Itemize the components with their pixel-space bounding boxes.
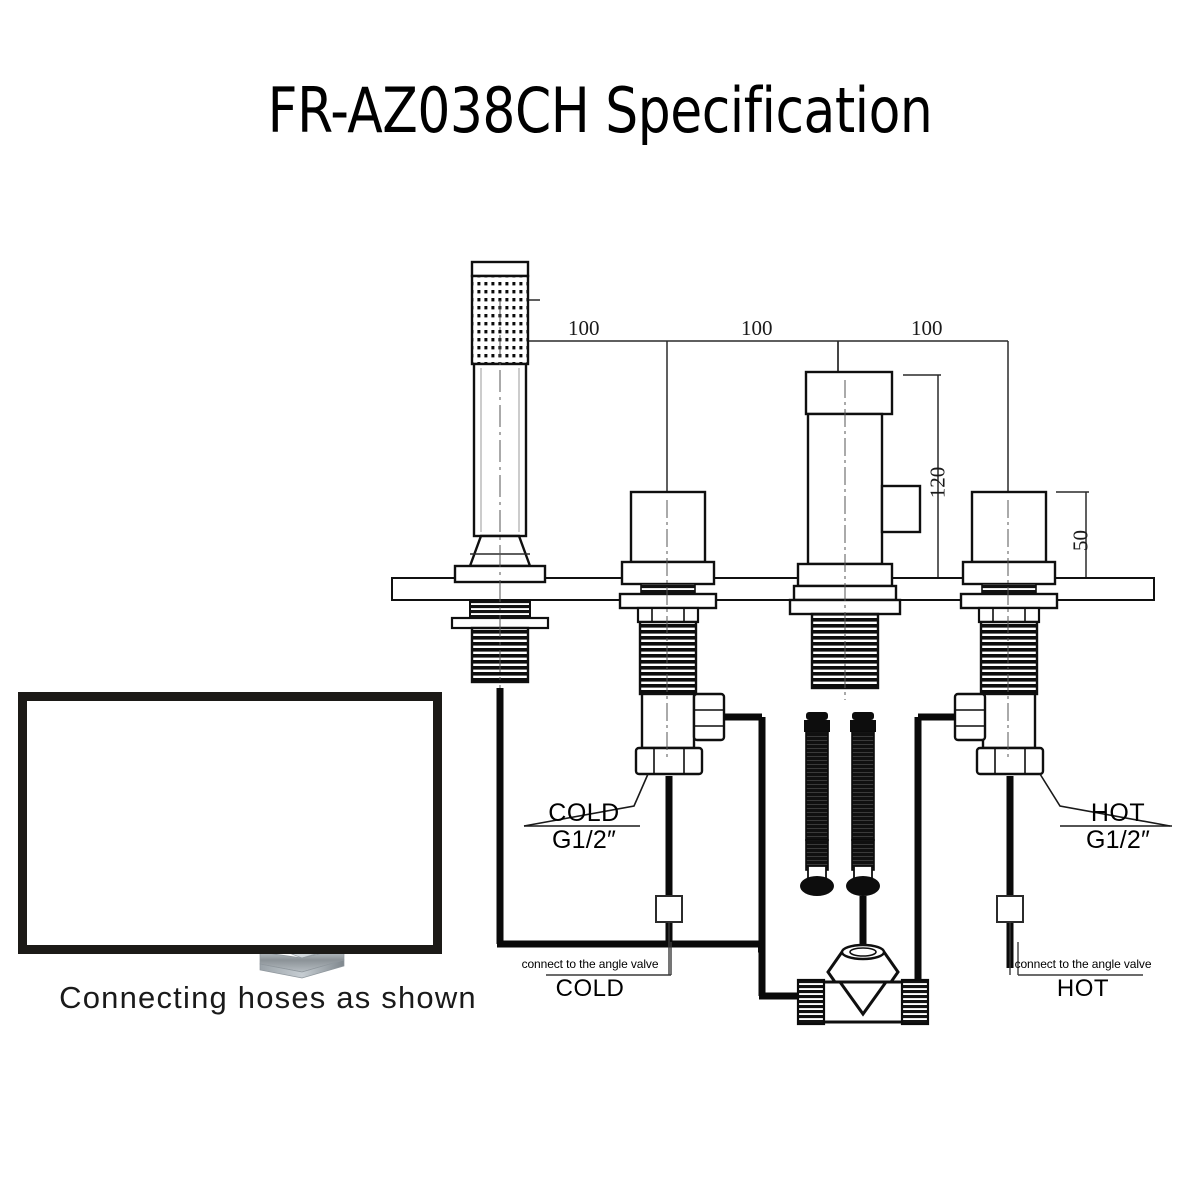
callout-hot: HOT G1/2″	[1062, 800, 1174, 854]
annotation-cold-angle-valve: connect to the angle valve COLD	[500, 957, 680, 1004]
annotation-hot-note: connect to the angle valve	[1014, 957, 1152, 971]
inset-photo-box	[18, 692, 442, 954]
annotation-cold-note: connect to the angle valve	[521, 957, 659, 971]
annotation-leaders	[546, 922, 1143, 976]
hot-valve-component	[953, 490, 1059, 776]
pipe-routing	[496, 688, 1014, 1000]
spout-diverter-component	[788, 370, 922, 700]
annotation-hot-label: HOT	[1056, 974, 1110, 1002]
dimension-100-right: 100	[911, 316, 943, 340]
callout-hot-thread: G1/2″	[1085, 826, 1151, 854]
annotation-cold-label: COLD	[555, 974, 625, 1002]
handshower-component	[450, 260, 550, 690]
inset-caption: Connecting hoses as shown	[59, 980, 477, 1015]
dimension-100-middle: 100	[741, 316, 773, 340]
braided-supply-hoses	[800, 712, 880, 896]
dimension-120-height: 120	[925, 466, 950, 499]
dimension-100-left: 100	[568, 316, 600, 340]
page-title: FR-AZ038CH Specification	[267, 74, 933, 147]
callout-cold-thread: G1/2″	[551, 826, 617, 854]
coupling-markers	[655, 895, 1024, 923]
callout-cold-name: COLD	[548, 799, 620, 827]
callout-cold: COLD G1/2″	[528, 800, 640, 854]
annotation-hot-angle-valve: connect to the angle valve HOT	[993, 957, 1173, 1004]
tee-mixing-fitting	[796, 943, 930, 1026]
cold-valve-component	[618, 490, 726, 776]
callout-hot-name: HOT	[1090, 799, 1146, 827]
callout-leaders	[523, 773, 1172, 827]
dimension-50-height: 50	[1068, 530, 1093, 551]
